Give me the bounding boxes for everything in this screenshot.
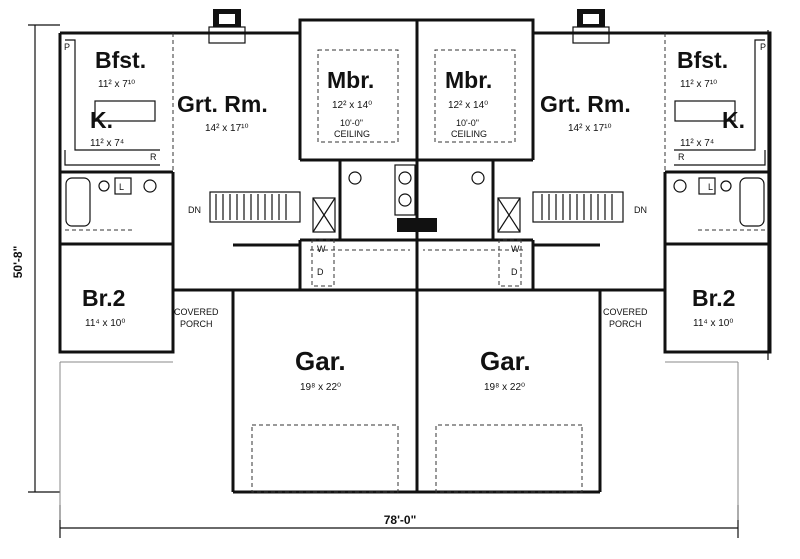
garage-label: Gar. [295, 346, 346, 376]
master-dim: 12² x 14⁰ [448, 100, 488, 111]
bfst-dim: 11² x 7¹⁰ [680, 79, 717, 90]
bfst-label: Bfst. [677, 47, 728, 73]
range-label: R [150, 152, 157, 162]
interior-walls-right [417, 33, 770, 493]
stair-dn-label: DN [634, 205, 647, 215]
stair-dn-label: DN [188, 205, 201, 215]
laundry-label: L [119, 182, 124, 192]
porch-label-2: PORCH [609, 319, 642, 329]
kitchen-dim: 11² x 7⁴ [680, 138, 714, 149]
master-ceiling-1: 10'-0" [456, 118, 479, 128]
master-ceiling-2: CEILING [451, 129, 487, 139]
washer-label: W [317, 244, 326, 254]
great-room-dim: 14² x 17¹⁰ [205, 123, 248, 134]
garage-dim: 19⁸ x 22⁰ [484, 382, 525, 393]
unit-right-labels: Bfst. 11² x 7¹⁰ K. 11² x 7⁴ Grt. Rm. 14²… [445, 42, 766, 393]
bedroom2-label: Br.2 [82, 285, 125, 311]
master-dim: 12² x 14⁰ [332, 100, 372, 111]
master-ceiling-2: CEILING [334, 129, 370, 139]
pantry-label: P [760, 42, 766, 52]
master-label: Mbr. [445, 67, 492, 93]
kitchen-label: K. [722, 107, 745, 133]
porch-label-2: PORCH [180, 319, 213, 329]
bedroom2-dim: 11⁴ x 10⁰ [85, 318, 125, 329]
garage-dim: 19⁸ x 22⁰ [300, 382, 341, 393]
kitchen-dim: 11² x 7⁴ [90, 138, 124, 149]
porch-label-1: COVERED [174, 307, 219, 317]
dryer-label: D [317, 267, 324, 277]
interior-walls-left [60, 33, 417, 493]
unit-left-labels: Bfst. 11² x 7¹⁰ K. 11² x 7⁴ Grt. Rm. 14²… [64, 42, 374, 393]
master-label: Mbr. [327, 67, 374, 93]
dryer-label: D [511, 267, 518, 277]
bedroom2-dim: 11⁴ x 10⁰ [693, 318, 733, 329]
range-label: R [678, 152, 685, 162]
party-wall-shaft [397, 218, 437, 232]
stair-treads [215, 194, 613, 220]
bfst-label: Bfst. [95, 47, 146, 73]
washer-label: W [511, 244, 520, 254]
great-room-dim: 14² x 17¹⁰ [568, 123, 611, 134]
garage-label: Gar. [480, 346, 531, 376]
porch-label-1: COVERED [603, 307, 648, 317]
master-ceiling-1: 10'-0" [340, 118, 363, 128]
kitchen-label: K. [90, 107, 113, 133]
overall-width-label: 78'-0" [384, 513, 417, 527]
pantry-label: P [64, 42, 70, 52]
great-room-label: Grt. Rm. [177, 91, 268, 117]
laundry-label: L [708, 182, 713, 192]
overall-depth-label: 50'-8" [11, 246, 25, 279]
stairs-left [209, 191, 301, 223]
bedroom2-label: Br.2 [692, 285, 735, 311]
great-room-label: Grt. Rm. [540, 91, 631, 117]
bfst-dim: 11² x 7¹⁰ [98, 79, 135, 90]
